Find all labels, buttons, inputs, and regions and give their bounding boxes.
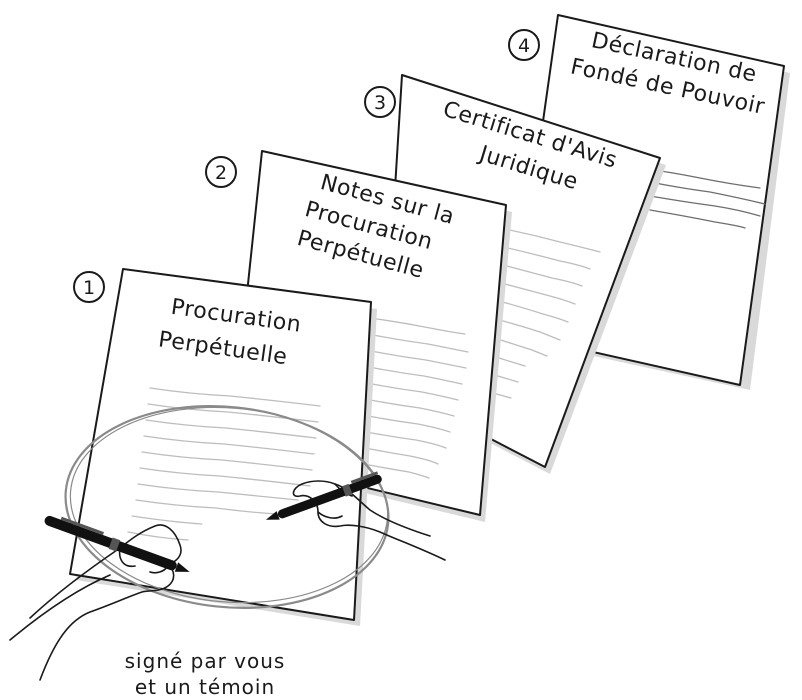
document-2-text-lines [353,317,469,479]
document-1-number: 1 [83,277,95,299]
document-1-text-lines [127,387,321,541]
document-2-badge: 2 [205,156,237,188]
document-1-page [69,268,372,621]
document-3-number: 3 [374,92,386,114]
document-4-number: 4 [518,35,530,57]
signature-caption: signé par vous et un témoin [125,649,286,699]
document-2-number: 2 [215,162,227,184]
caption-line-2: et un témoin [135,675,275,699]
document-4-badge: 4 [508,29,540,61]
document-1-badge: 1 [73,271,105,303]
witness-hand-with-pen-icon [265,471,446,561]
document-3-badge: 3 [364,86,396,118]
signer-hand-with-pen-icon [9,515,190,681]
caption-line-1: signé par vous [125,649,286,673]
document-1: Procuration Perpétuelle 1 [69,268,377,626]
